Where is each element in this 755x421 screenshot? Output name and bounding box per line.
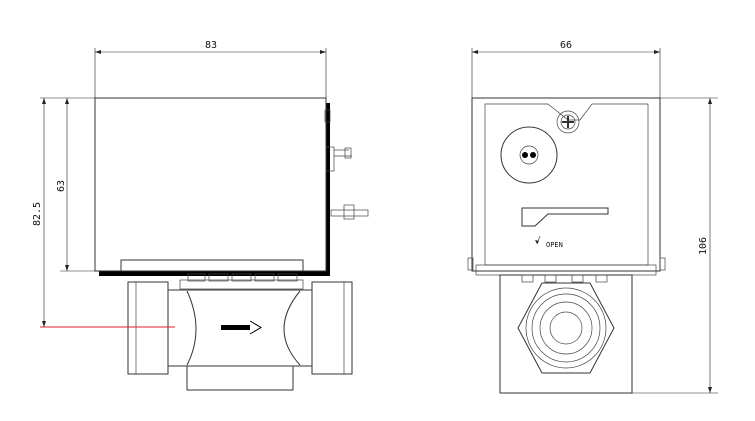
arrow-right-icon — [221, 320, 262, 335]
front-valve-body — [499, 274, 633, 394]
dimension-label-66: 66 — [560, 40, 572, 51]
front-base — [475, 264, 657, 276]
valve-neck — [179, 279, 304, 290]
manual-lever — [330, 209, 369, 217]
dimension-106: 106 — [632, 97, 718, 394]
hex-nut — [517, 282, 615, 374]
body-curve-left — [186, 290, 197, 366]
port-bore — [549, 311, 583, 345]
dimension-63: 63 — [56, 98, 121, 272]
actuator-housing — [94, 97, 327, 272]
cross-screw-icon — [556, 110, 580, 134]
dimension-label-106: 106 — [698, 237, 709, 255]
open-label: OPEN — [546, 241, 563, 249]
dimension-82-5: 82.5 — [32, 97, 95, 327]
manual-knob-icon — [500, 126, 558, 184]
body-curve-right — [283, 290, 301, 366]
front-view: OPEN 66 106 — [467, 40, 718, 394]
side-view: 83 82.5 63 — [32, 40, 369, 391]
dimension-83: 83 — [94, 40, 327, 98]
dimension-label-83: 83 — [205, 40, 217, 51]
position-indicator — [521, 207, 609, 227]
front-housing — [471, 97, 661, 272]
cover-panel — [484, 103, 649, 266]
actuator-base — [120, 259, 304, 272]
connector-pin — [344, 147, 352, 159]
connector-body — [325, 146, 335, 172]
right-port — [311, 281, 353, 375]
dimension-66: 66 — [471, 40, 661, 98]
valve-bottom — [186, 365, 294, 391]
dimension-label-82-5: 82.5 — [32, 202, 43, 226]
left-port — [127, 281, 169, 375]
dimension-label-63: 63 — [56, 180, 67, 192]
side-tab — [324, 109, 331, 123]
